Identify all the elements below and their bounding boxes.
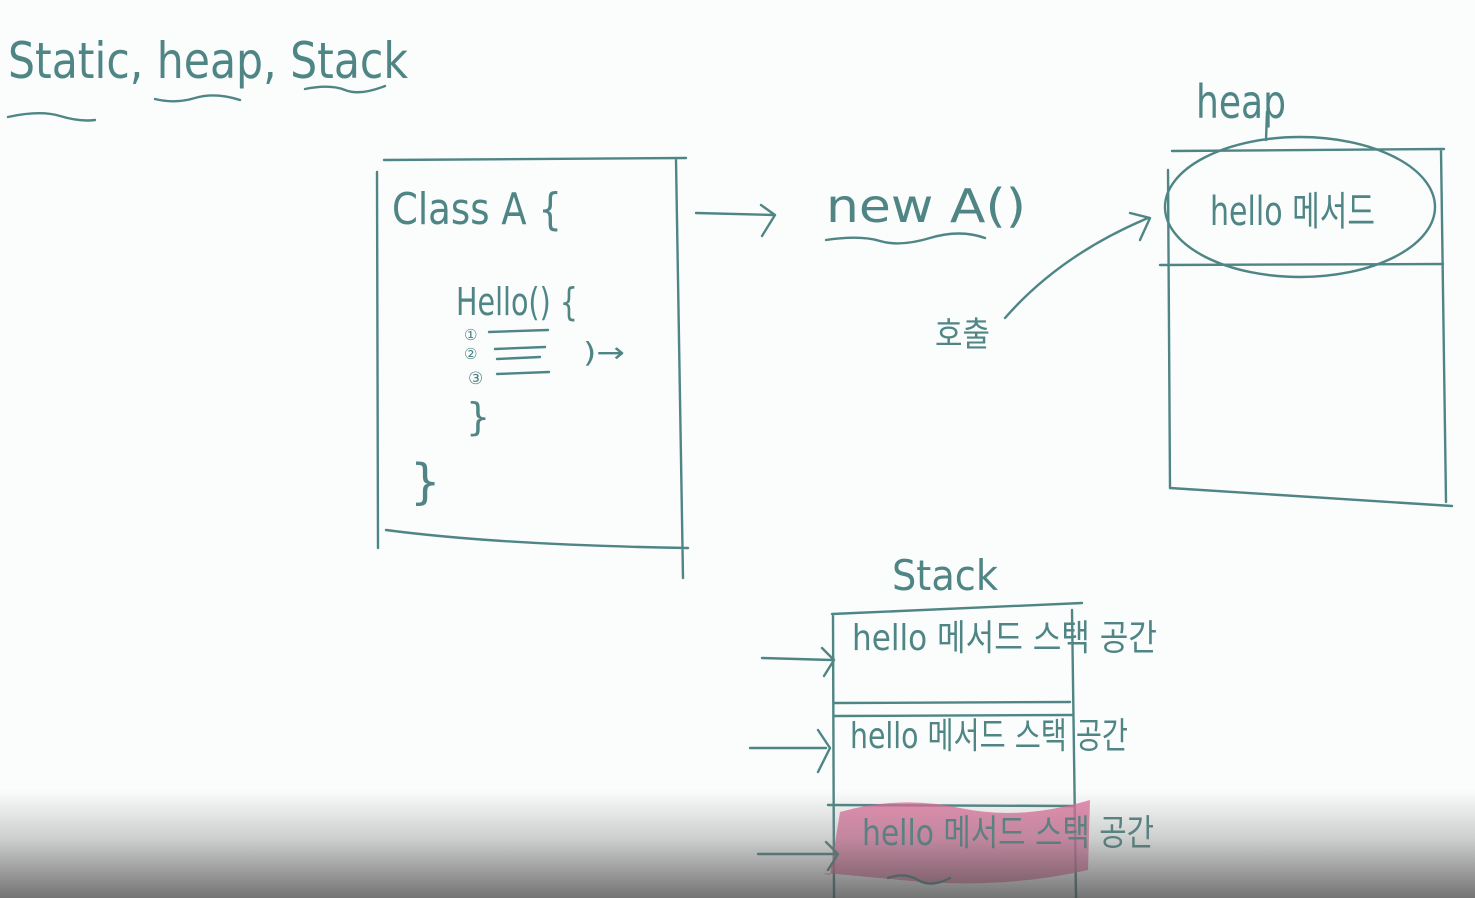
class-header: Class A { [392, 184, 562, 235]
stack-title: Stack [892, 551, 999, 600]
heap-title-stem [1264, 110, 1269, 142]
heap-title: heap [1196, 75, 1286, 129]
heap-box [1166, 147, 1454, 508]
stack-frame-1: hello 메서드 스택 공간 [852, 618, 1157, 659]
step-1: ① [464, 326, 477, 344]
arrow-to-new [694, 203, 777, 238]
heap-entry-ellipse [1163, 135, 1437, 279]
heap-entry: hello 메서드 [1210, 189, 1375, 235]
new-expression: new A() [826, 179, 1026, 233]
title-underline-heap [153, 94, 242, 103]
method-header: Hello() { [456, 280, 578, 324]
title-underline-stack [303, 84, 387, 94]
stack-arrow-3 [756, 840, 840, 872]
stack-frame-3: hello 메서드 스택 공간 [862, 813, 1154, 854]
class-close-brace: } [410, 454, 441, 510]
page-title: Static, heap, Stack [8, 32, 408, 90]
heap-divider [1158, 262, 1445, 267]
stack-arrow-1 [760, 646, 836, 678]
method-close-brace: } [466, 395, 490, 439]
class-box [375, 156, 690, 580]
stack-arrow-2 [748, 728, 832, 774]
step-2: ② [464, 345, 477, 363]
step-lines [487, 328, 551, 376]
call-arrow [1003, 211, 1152, 320]
stack-frame-2: hello 메서드 스택 공간 [850, 716, 1128, 757]
step-3: ③ [468, 369, 483, 389]
title-underline-static [6, 112, 97, 122]
new-underline [824, 232, 987, 245]
step-arrow: )→ [583, 336, 625, 369]
call-label: 호출 [935, 315, 990, 355]
